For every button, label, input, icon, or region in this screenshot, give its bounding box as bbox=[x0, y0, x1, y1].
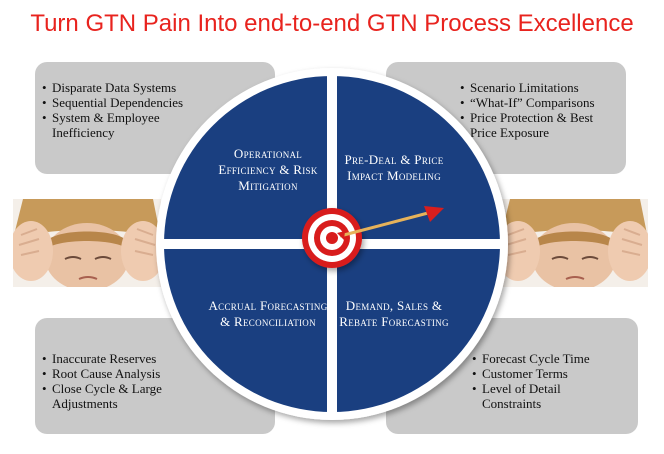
quadrant-label-accrual-forecasting: Accrual Forecasting & Reconciliation bbox=[208, 298, 328, 329]
pain-point: System & Employee Inefficiency bbox=[42, 110, 182, 140]
stressed-person-photo-right bbox=[500, 199, 648, 287]
pain-point: Close Cycle & Large Adjustments bbox=[42, 381, 202, 411]
pain-point: Scenario Limitations bbox=[460, 80, 618, 95]
stressed-person-photo-left bbox=[13, 199, 161, 287]
pain-point: Sequential Dependencies bbox=[42, 95, 183, 110]
quadrant-label-operational-efficiency: Operational Efficiency & Risk Mitigation bbox=[218, 146, 318, 193]
pain-point: Price Protection & Best Price Exposure bbox=[460, 110, 618, 140]
arrow-icon bbox=[337, 206, 444, 240]
quadrant-label-pre-deal-modeling: Pre-Deal & Price Impact Modeling bbox=[344, 152, 444, 183]
page-title: Turn GTN Pain Into end-to-end GTN Proces… bbox=[30, 10, 634, 37]
pain-point: Root Cause Analysis bbox=[42, 366, 202, 381]
pain-point: Level of Detail Constraints bbox=[472, 381, 592, 411]
target-icon bbox=[302, 208, 362, 268]
quadrant-label-demand-sales-forecasting: Demand, Sales & Rebate Forecasting bbox=[339, 298, 449, 329]
pain-point: Customer Terms bbox=[472, 366, 592, 381]
pain-point: “What-If” Comparisons bbox=[460, 95, 618, 110]
pain-point: Forecast Cycle Time bbox=[472, 351, 592, 366]
pain-point: Inaccurate Reserves bbox=[42, 351, 202, 366]
pain-point: Disparate Data Systems bbox=[42, 80, 183, 95]
